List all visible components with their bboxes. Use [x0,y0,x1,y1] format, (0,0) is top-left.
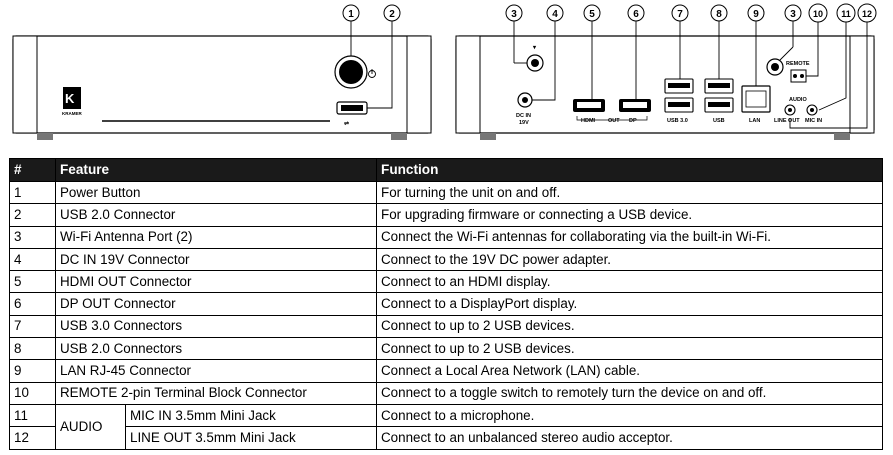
row-num: 4 [9,247,56,272]
row-num: 1 [9,180,56,205]
callout-3b: 3 [790,9,796,20]
row-function: Connect to a DisplayPort display. [376,292,884,316]
row-feature: HDMI OUT Connector [54,270,378,294]
callouts: 1 2 3 4 5 6 7 8 9 3 10 11 12 [342,3,877,23]
callout-5: 5 [589,9,595,20]
row-feature: REMOTE 2-pin Terminal Block Connector [54,381,378,405]
header-function: Function [376,158,884,182]
callout-7: 7 [677,9,683,20]
kramer-logo [63,87,81,109]
svg-text:▾: ▾ [532,45,537,51]
row-num: 11 [9,403,56,428]
row-feature: MIC IN 3.5mm Mini Jack [124,403,378,428]
mic-in-label: MIC IN [805,118,822,124]
row-function: Connect to an unbalanced stereo audio ac… [376,426,884,450]
audio-label: AUDIO [789,97,807,103]
header-feature: Feature [54,158,378,182]
svg-text:K: K [65,91,75,106]
callout-3: 3 [511,9,517,20]
row-num: 5 [9,270,56,294]
front-panel: K KRAMER ⇌ [12,19,432,140]
row-num: 3 [9,225,56,249]
hdmi-label: HDMI [581,118,596,124]
usb-icon: ⇌ [344,119,349,127]
remote-label: REMOTE [786,61,810,67]
usb-label: USB [713,118,725,124]
lan-label: LAN [749,118,760,124]
row-function: Connect to a toggle switch to remotely t… [376,381,884,405]
row-num: 7 [9,314,56,339]
row-feature: USB 3.0 Connectors [54,314,378,339]
row-num: 9 [9,359,56,383]
callout-10: 10 [813,9,823,19]
row-feature: Wi-Fi Antenna Port (2) [54,225,378,249]
callout-9: 9 [753,9,759,20]
device-figure: K KRAMER ⇌ ▾ DC IN 19V [0,0,893,150]
callout-11: 11 [841,9,851,19]
callout-8: 8 [716,9,722,20]
dc-voltage-label: 19V [519,120,529,126]
callout-4: 4 [552,9,558,20]
row-function: Connect to a microphone. [376,403,884,428]
row-function: Connect to up to 2 USB devices. [376,314,884,339]
row-feature: Power Button [54,180,378,205]
row-num: 10 [9,381,56,405]
row-function: Connect the Wi-Fi antennas for collabora… [376,225,884,249]
row-feature: DC IN 19V Connector [54,247,378,272]
row-feature: LAN RJ-45 Connector [54,359,378,383]
table-header-row: # Feature Function [9,158,884,182]
row-function: Connect to the 19V DC power adapter. [376,247,884,272]
row-function: For turning the unit on and off. [376,180,884,205]
row-function: Connect a Local Area Network (LAN) cable… [376,359,884,383]
audio-group-cell: AUDIO [55,403,126,450]
row-num: 2 [9,203,56,227]
row-function: Connect to an HDMI display. [376,270,884,294]
usb3-label: USB 3.0 [667,118,688,124]
callout-2: 2 [389,9,395,20]
row-num: 6 [9,292,56,316]
row-function: For upgrading firmware or connecting a U… [376,203,884,227]
callout-1: 1 [348,9,354,20]
out-label: OUT [608,118,620,124]
callout-6: 6 [633,9,639,20]
header-num: # [9,158,56,182]
dp-label: DP [629,118,637,124]
callout-12: 12 [862,9,872,19]
row-feature: USB 2.0 Connector [54,203,378,227]
row-num: 12 [9,426,56,450]
row-feature: LINE OUT 3.5mm Mini Jack [124,426,378,450]
row-function: Connect to up to 2 USB devices. [376,337,884,361]
table-row: 12 LINE OUT 3.5mm Mini Jack Connect to a… [9,426,884,450]
row-feature: USB 2.0 Connectors [54,337,378,361]
device-illustration: K KRAMER ⇌ ▾ DC IN 19V [12,3,877,140]
brand-text: KRAMER [62,111,82,116]
row-feature: DP OUT Connector [54,292,378,316]
row-num: 8 [9,337,56,361]
table-row: 11 AUDIO MIC IN 3.5mm Mini Jack Connect … [9,403,884,450]
line-out-label: LINE OUT [774,118,800,124]
rear-panel: ▾ DC IN 19V HDMI OUT DP USB 3.0 USB LAN [455,21,875,140]
dc-in-label: DC IN [516,113,531,119]
